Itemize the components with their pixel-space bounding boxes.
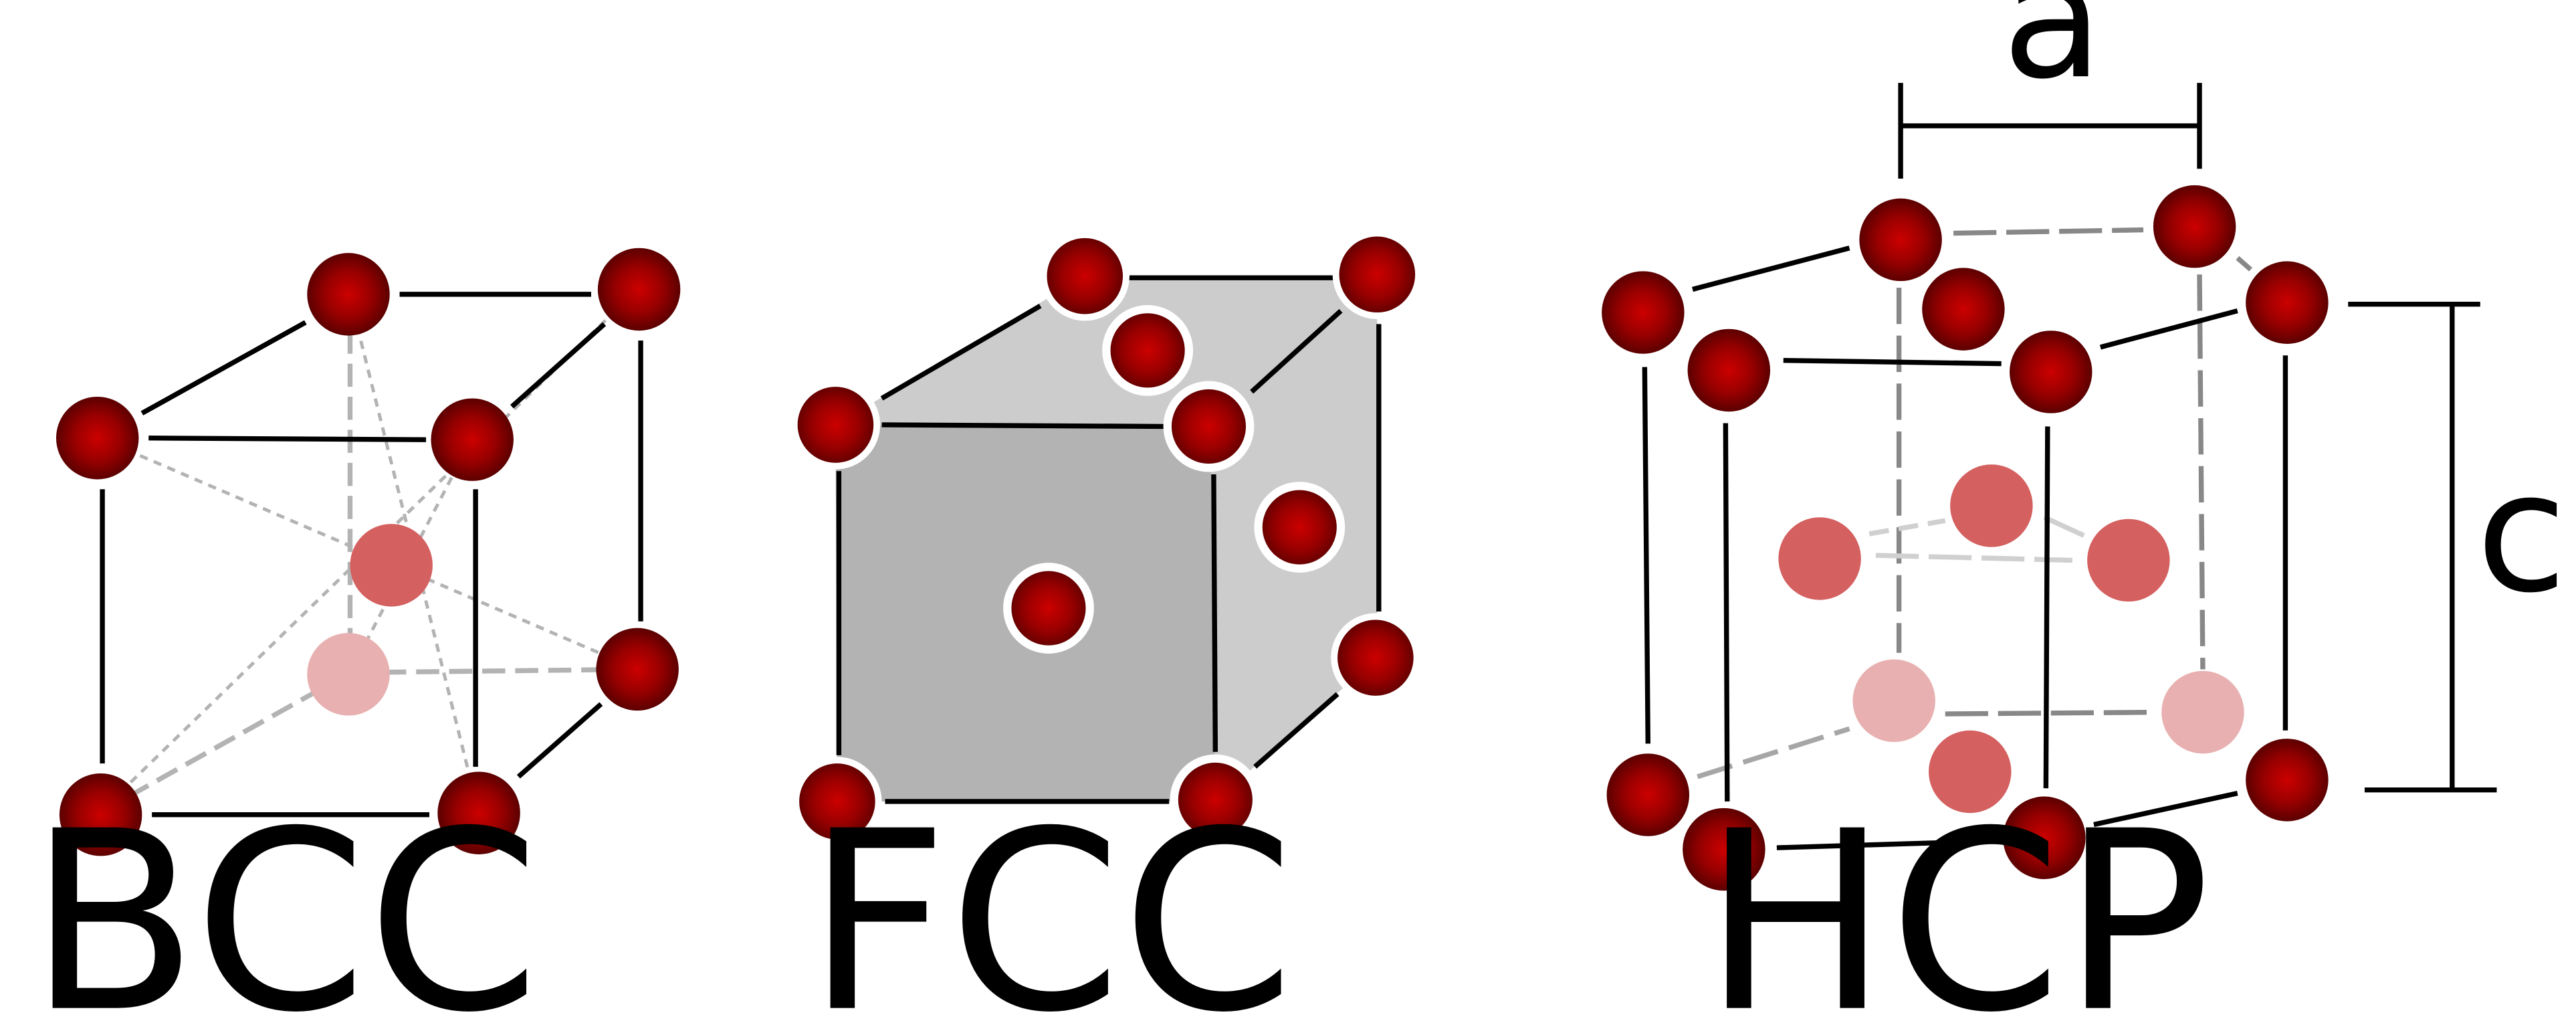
- hcp-atom: [1929, 730, 2012, 814]
- hcp-dimension-c-label: c: [2476, 438, 2567, 630]
- hcp-middle-atom: [1778, 517, 1861, 600]
- hcp-hidden-atom: [2161, 670, 2244, 754]
- fcc-corner-atom: [1332, 229, 1422, 319]
- hcp-atom: [2246, 739, 2329, 822]
- bcc-corner-atom: [597, 248, 681, 331]
- hcp-caption: HCP: [1703, 779, 2211, 1033]
- fcc-face-center-atoms: [1003, 304, 1346, 654]
- bcc-caption: BCC: [28, 779, 540, 1033]
- hcp-atom: [1859, 198, 1942, 282]
- hcp-hidden-atoms: [1852, 659, 2244, 754]
- bcc-body-center-atom: [350, 524, 433, 607]
- hcp-atom: [1922, 268, 2005, 351]
- bcc-corner-atom: [437, 771, 520, 854]
- bcc-corner-atom: [56, 396, 139, 480]
- fcc-caption: FCC: [806, 779, 1294, 1033]
- fcc-edges: [836, 275, 1382, 804]
- fcc-corner-atom: [792, 757, 882, 846]
- hcp-atom: [1606, 753, 1690, 836]
- hcp-middle-layer-atoms: [1778, 464, 2170, 602]
- hcp-middle-atom: [2087, 519, 2170, 602]
- hcp-top-layer-atoms: [1602, 185, 2329, 413]
- bcc-corner-atom: [59, 773, 142, 856]
- hcp-dimension-a: [1898, 82, 2202, 179]
- bcc-unit-cell: [56, 248, 681, 856]
- hcp-dimension-c: [2348, 302, 2497, 793]
- fcc-face-center-atom: [1003, 563, 1094, 654]
- hcp-middle-atom: [1950, 464, 2033, 547]
- hcp-hidden-atom: [1852, 659, 1935, 743]
- bcc-corner-atom: [431, 398, 514, 481]
- bcc-corner-atom: [596, 628, 679, 711]
- hcp-atom: [1602, 271, 1685, 354]
- bcc-hidden-corner-atom: [307, 633, 390, 716]
- fcc-corner-atom: [790, 380, 881, 470]
- hcp-middle-layer-bonds: [1868, 514, 2085, 563]
- bcc-visible-edges: [100, 292, 643, 818]
- fcc-corner-atom: [1170, 754, 1261, 846]
- fcc-corner-atom: [1163, 381, 1255, 472]
- hcp-atom: [2153, 185, 2236, 268]
- fcc-corner-atom: [1040, 231, 1130, 321]
- hcp-bottom-layer-atoms: [1606, 730, 2329, 891]
- hcp-atom: [2010, 331, 2092, 413]
- hcp-atom: [1687, 328, 1771, 412]
- fcc-corner-atoms: [790, 229, 1422, 846]
- hcp-dimension-a-label: a: [2002, 0, 2103, 116]
- fcc-corner-atom: [1331, 613, 1420, 702]
- hcp-atom: [2003, 796, 2086, 879]
- hcp-atom: [2246, 261, 2329, 344]
- hcp-visible-edges: [1642, 246, 2288, 850]
- hcp-unit-cell: a c: [1602, 0, 2567, 891]
- fcc-face-center-atom: [1102, 304, 1194, 396]
- fcc-unit-cell: [790, 229, 1422, 846]
- hcp-atom: [1683, 808, 1765, 891]
- fcc-face-center-atom: [1254, 482, 1346, 573]
- bcc-corner-atom: [307, 253, 390, 336]
- hcp-hidden-edges: [1697, 227, 2253, 779]
